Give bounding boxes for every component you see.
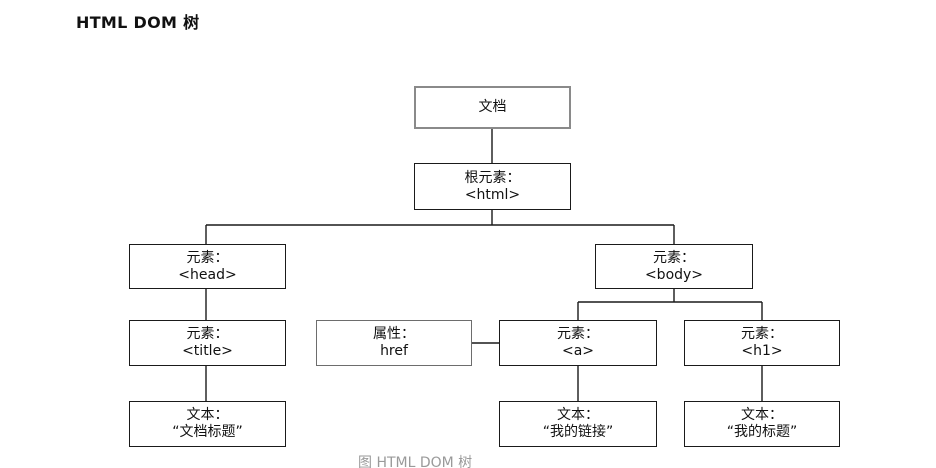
- node-a: 元素： <a>: [499, 320, 657, 366]
- node-text-title: 文本： “文档标题”: [129, 401, 286, 447]
- node-head: 元素： <head>: [129, 244, 286, 289]
- figure-caption: 图 HTML DOM 树: [358, 455, 473, 468]
- node-h1: 元素： <h1>: [684, 320, 840, 366]
- node-type: 属性：: [373, 326, 415, 342]
- diagram-title: HTML DOM 树: [76, 13, 200, 32]
- node-name: href: [380, 343, 408, 359]
- node-name: <head>: [178, 266, 237, 283]
- node-value: “我的标题”: [726, 424, 798, 440]
- node-attribute-href: 属性： href: [316, 320, 472, 366]
- node-type: 文本：: [557, 407, 599, 423]
- node-text-link: 文本： “我的链接”: [499, 401, 657, 447]
- node-title: 元素： <title>: [129, 320, 286, 366]
- node-name: <html>: [464, 186, 521, 203]
- node-name: <a>: [561, 343, 595, 359]
- node-type: 文本：: [186, 407, 229, 423]
- node-name: <body>: [644, 266, 704, 283]
- node-type: 根元素：: [464, 169, 521, 186]
- node-name: <title>: [182, 343, 233, 359]
- node-type: 元素：: [186, 249, 229, 266]
- node-type: 元素：: [557, 326, 599, 342]
- node-type: 元素：: [653, 249, 695, 266]
- node-type: 元素：: [741, 326, 783, 342]
- node-body: 元素： <body>: [595, 244, 753, 289]
- node-value: “文档标题”: [172, 424, 243, 440]
- node-label: 文档: [478, 99, 507, 115]
- node-root-html: 根元素： <html>: [414, 163, 571, 210]
- node-text-h1: 文本： “我的标题”: [684, 401, 840, 447]
- node-value: “我的链接”: [542, 424, 614, 440]
- node-document: 文档: [414, 86, 571, 129]
- node-type: 文本：: [741, 407, 783, 423]
- node-type: 元素：: [186, 326, 229, 342]
- node-name: <h1>: [741, 343, 783, 359]
